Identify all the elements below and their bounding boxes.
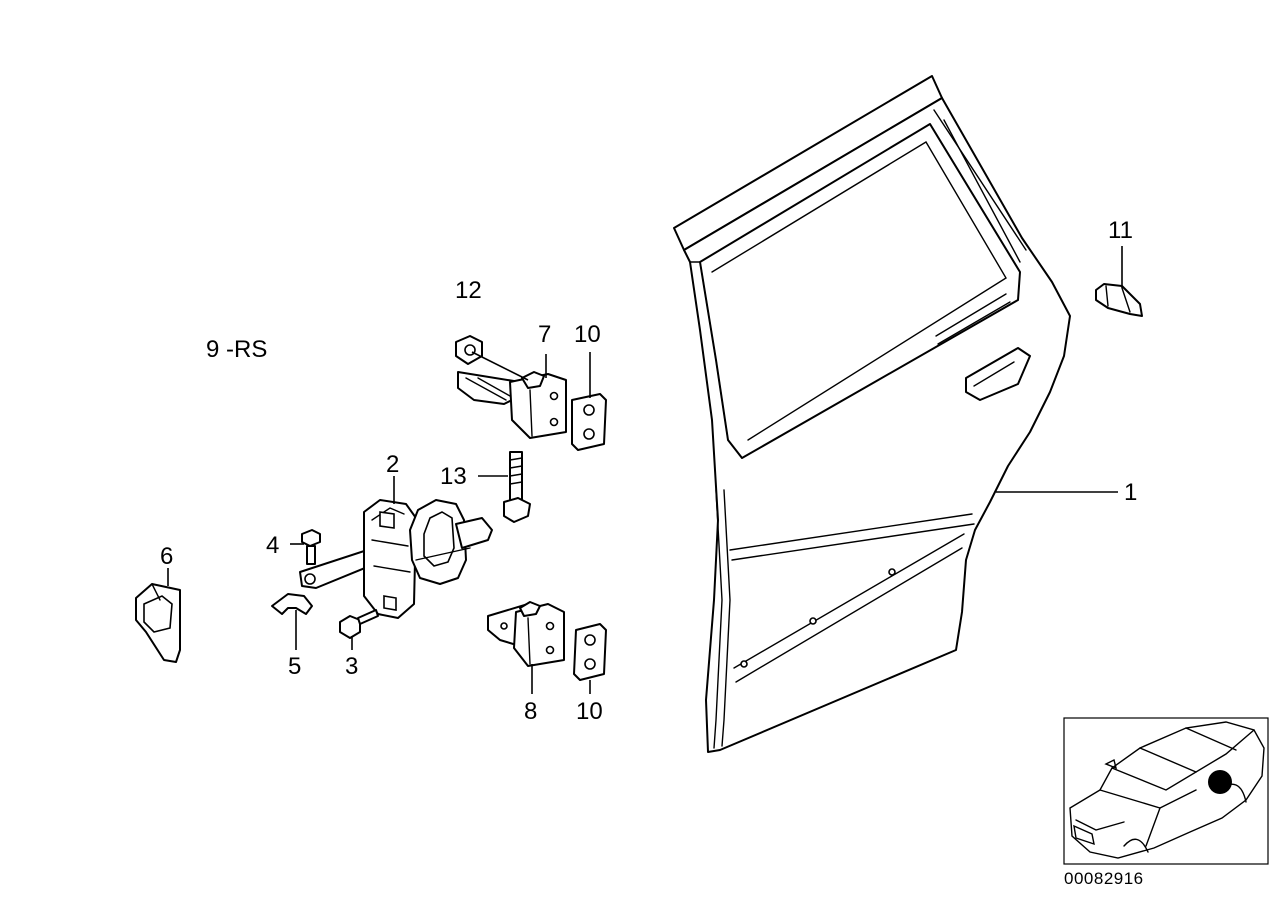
callout-6: 6 [160, 543, 173, 570]
callout-12: 12 [455, 277, 482, 304]
callout-8: 8 [524, 698, 537, 725]
door-buffer[interactable] [1095, 283, 1143, 317]
rear-door-shell[interactable] [673, 75, 1071, 753]
door-check-strap[interactable] [299, 499, 493, 619]
callout-7: 7 [538, 321, 551, 348]
callout-5: 5 [288, 653, 301, 680]
hinge-bolt[interactable] [503, 451, 531, 523]
check-strap-cover[interactable] [135, 583, 181, 663]
callout-4: 4 [266, 532, 279, 559]
callout-13: 13 [440, 463, 467, 490]
retaining-clip[interactable] [271, 593, 313, 615]
callout-11: 11 [1108, 217, 1133, 244]
check-strap-screw[interactable] [301, 529, 321, 565]
callout-labels: 1 2 3 4 5 6 7 8 9 -RS 10 10 11 12 13 [160, 217, 1137, 725]
hinge-shim-upper[interactable] [571, 393, 607, 451]
callout-9-rs: 9 -RS [206, 336, 267, 363]
callout-2: 2 [386, 451, 399, 478]
highlight-marker [1208, 770, 1232, 794]
hinge-shim-lower[interactable] [573, 623, 607, 681]
callout-3: 3 [345, 653, 358, 680]
leader-lines [167, 246, 1123, 694]
document-number: 00082916 [1064, 869, 1144, 888]
car-locator-inset [1063, 717, 1269, 865]
callout-10-lower: 10 [576, 698, 603, 725]
callout-10-upper: 10 [574, 321, 601, 348]
hex-nut[interactable] [455, 335, 483, 365]
upper-door-hinge[interactable] [457, 371, 567, 439]
lower-door-hinge[interactable] [487, 601, 565, 667]
hex-bolt-small[interactable] [339, 609, 379, 639]
callout-1: 1 [1124, 479, 1137, 506]
